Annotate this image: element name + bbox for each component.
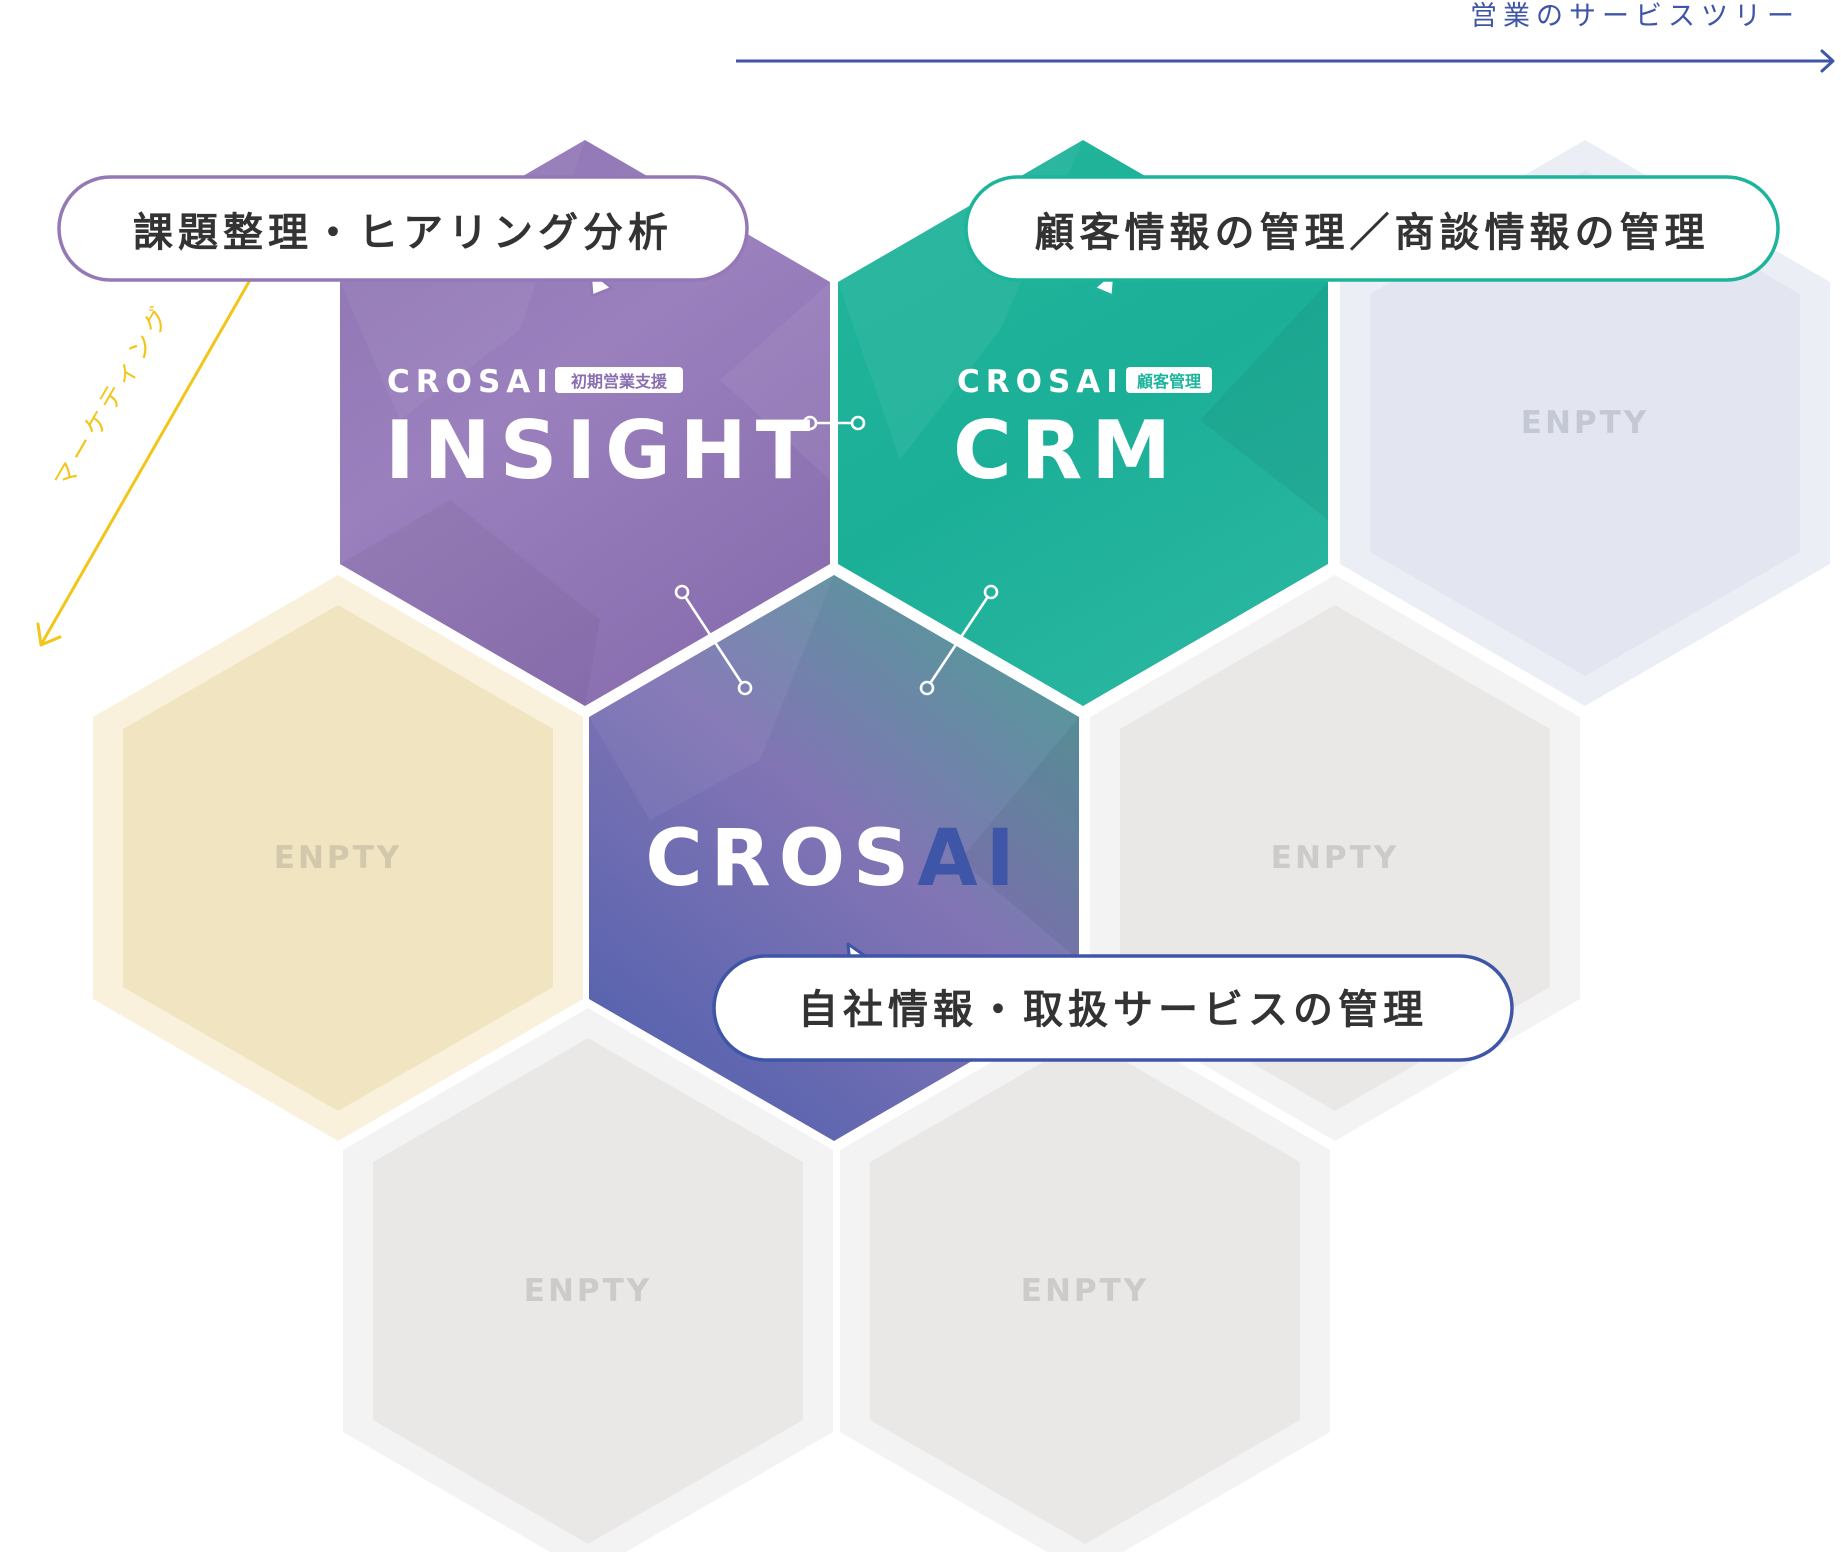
- empty-label: ENPTY: [524, 1273, 652, 1309]
- crm-badge: 顧客管理: [1137, 372, 1201, 391]
- marketing-axis: マーケティング: [36, 279, 252, 647]
- connector-insight-center: [674, 584, 753, 696]
- insight-badge-bg: [555, 367, 683, 393]
- empty-label: ENPTY: [1271, 840, 1399, 876]
- empty-hexagon-bottom-right: ENPTY: [840, 1008, 1330, 1552]
- service-tree-label: 営業のサービスツリー: [1470, 1, 1800, 32]
- callout-insight: 課題整理・ヒアリング分析: [57, 175, 749, 298]
- marketing-label: マーケティング: [48, 298, 177, 493]
- insight-title-block: CROSAI 初期営業支援 INSIGHT: [385, 364, 819, 497]
- empty-label: ENPTY: [1521, 405, 1649, 441]
- crosai-center-title-ai: AI: [917, 814, 1022, 904]
- crosai-center-title-cros: CROS: [645, 814, 917, 904]
- empty-hexagon-left: ENPTY: [93, 575, 583, 1141]
- callout-crm: 顧客情報の管理／商談情報の管理: [964, 175, 1780, 298]
- callout-insight-text: 課題整理・ヒアリング分析: [133, 210, 673, 256]
- crosai-center-title: CROSAI: [645, 814, 1022, 904]
- callout-crosai: 自社情報・取扱サービスの管理: [712, 942, 1514, 1062]
- empty-label: ENPTY: [1021, 1273, 1149, 1309]
- empty-hexagon-bottom-left: ENPTY: [343, 1008, 833, 1552]
- callout-crm-text: 顧客情報の管理／商談情報の管理: [1035, 210, 1710, 256]
- insight-title: INSIGHT: [385, 404, 819, 497]
- marketing-arrow-head: [36, 622, 62, 647]
- crm-title: CRM: [953, 404, 1180, 497]
- connector-crm-center: [919, 584, 999, 696]
- insight-badge: 初期営業支援: [571, 372, 668, 391]
- crm-brand: CROSAI: [957, 364, 1124, 400]
- empty-label: ENPTY: [274, 840, 402, 876]
- service-tree-axis: 営業のサービスツリー: [736, 1, 1835, 73]
- marketing-arrow-line: [40, 279, 252, 644]
- callout-crosai-text: 自社情報・取扱サービスの管理: [798, 987, 1428, 1033]
- crosai-center-title-block: CROSAI: [645, 814, 1022, 904]
- connector-insight-crm: [802, 415, 866, 431]
- crm-title-block: CROSAI 顧客管理 CRM: [953, 364, 1212, 497]
- insight-brand: CROSAI: [387, 364, 554, 400]
- service-tree-arrow-head: [1820, 49, 1835, 73]
- crm-badge-bg: [1126, 367, 1212, 393]
